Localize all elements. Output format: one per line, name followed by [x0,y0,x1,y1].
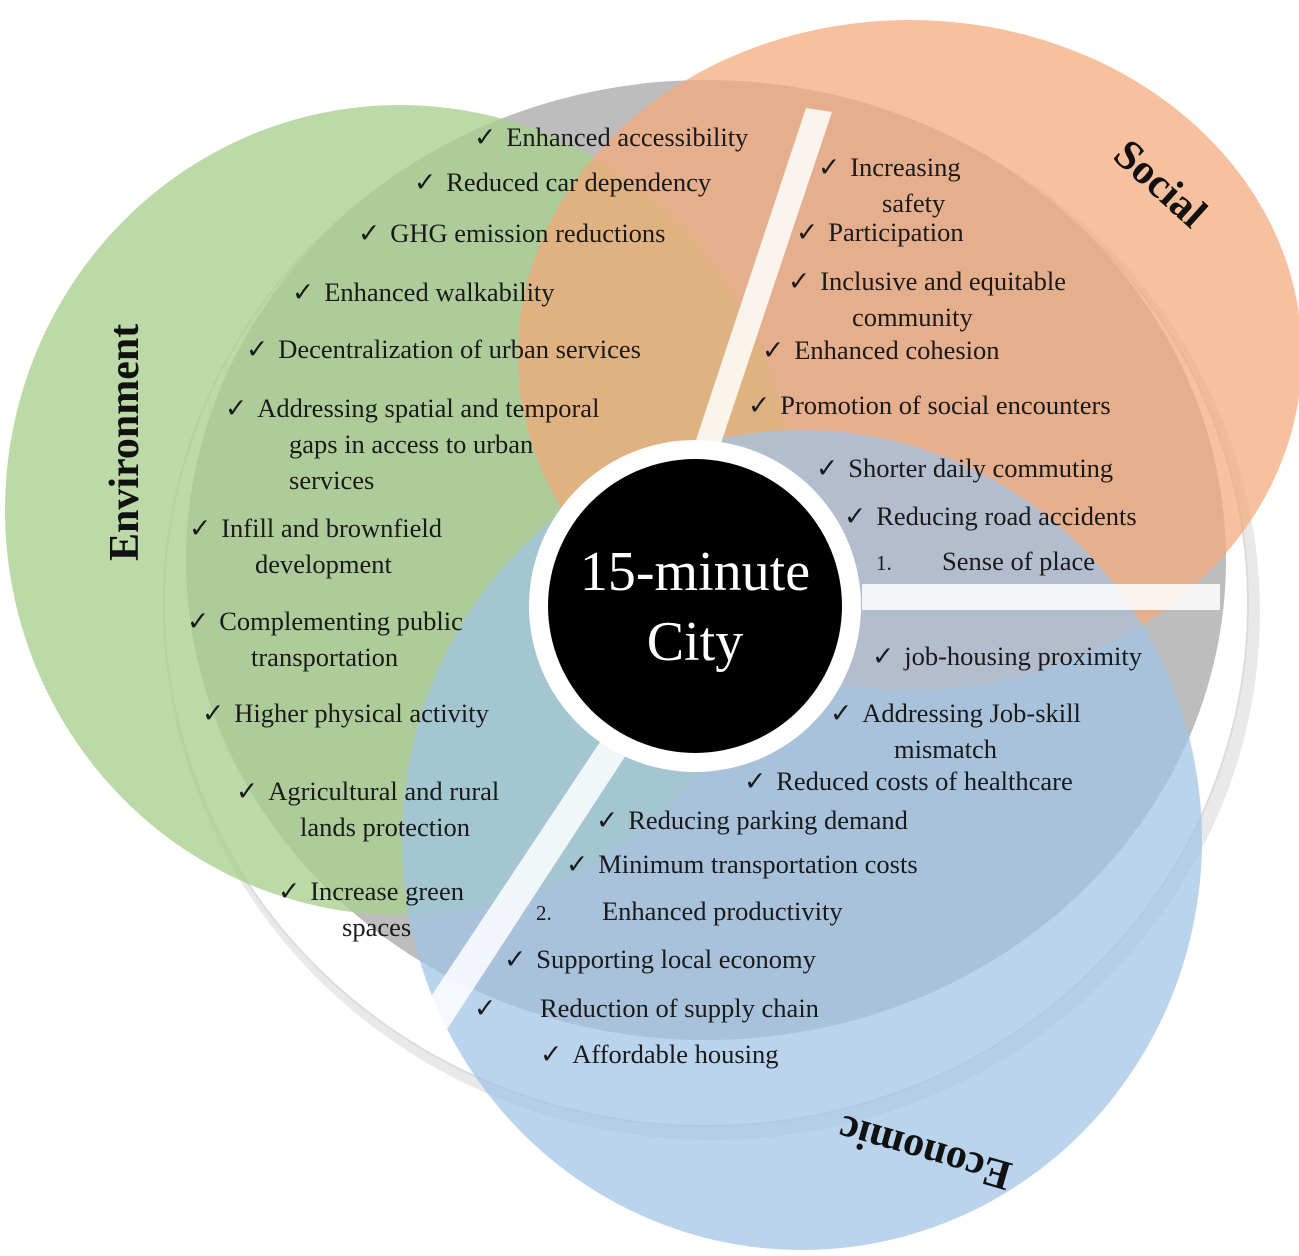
center-title-line2: City [646,611,744,673]
separator-band-top [694,108,832,452]
environment-item: ✓Reduced car dependency [414,167,712,197]
social-item: ✓Participation [796,217,964,247]
economic-item: 2.Enhanced productivity [536,896,843,926]
economic-item: ✓Reducing parking demand [596,805,908,835]
center-title: 15-minute City [529,462,861,752]
center-title-line1: 15-minute [579,541,811,603]
social-item: 1.Sense of place [876,546,1096,576]
separator-band-right [862,584,1220,610]
economic-item: ✓Reduction of supply chain [474,993,819,1023]
separator-band-bottom [414,742,628,1034]
economic-item: ✓Affordable housing [540,1039,779,1069]
economic-item: ✓Reduced costs of healthcare [744,766,1073,796]
economic-item: ✓Minimum transportation costs [566,849,918,879]
economic-item: ✓Supporting local economy [504,944,816,974]
environment-item: ✓Enhanced walkability [292,277,555,307]
environment-item: ✓GHG emission reductions [358,218,666,248]
environment-item: ✓Higher physical activity [202,698,489,728]
environment-item: ✓Decentralization of urban services [246,334,641,364]
environment-label: Environment [102,323,148,561]
social-item: ✓Shorter daily commuting [816,453,1114,483]
social-item: ✓Reducing road accidents [844,501,1137,531]
social-item: ✓Enhanced cohesion [762,335,1000,365]
environment-item: ✓Enhanced accessibility [474,122,749,152]
social-item: ✓Promotion of social encounters [748,390,1111,420]
center-disk [548,459,842,753]
economic-item: ✓job-housing proximity [872,641,1142,671]
